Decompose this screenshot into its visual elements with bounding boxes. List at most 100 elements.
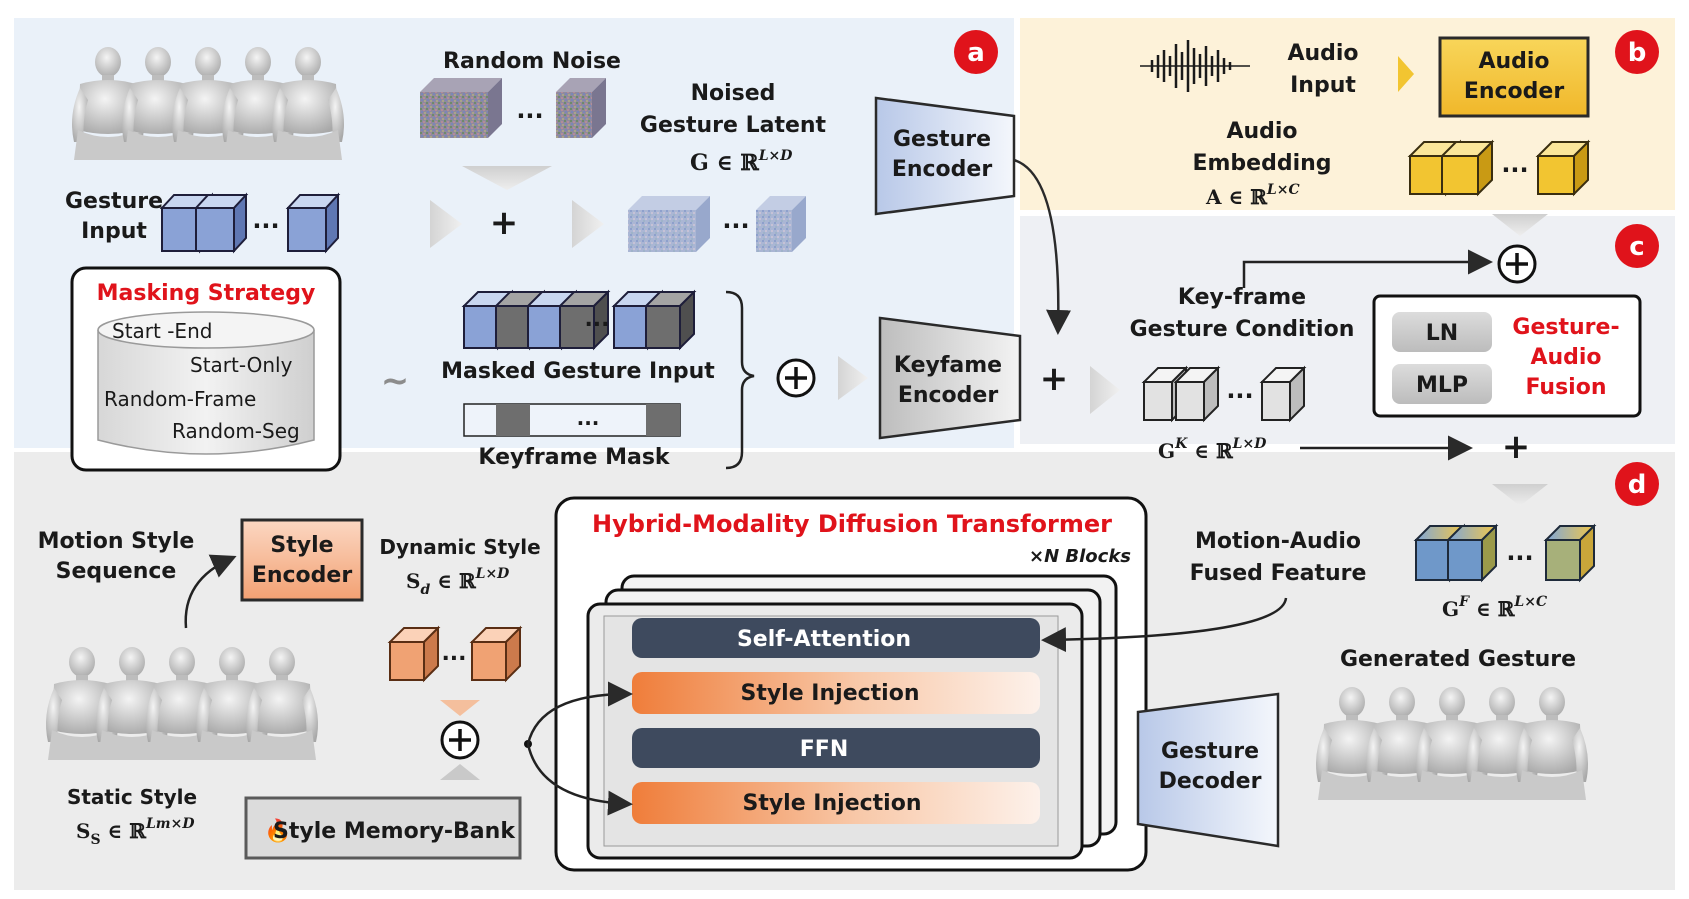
- gesture-encoder: Gesture Encoder: [874, 96, 1016, 216]
- svg-text:Gesture: Gesture: [1161, 739, 1259, 764]
- svg-text:Audio: Audio: [1478, 49, 1549, 74]
- svg-text:Encoder: Encoder: [252, 563, 353, 588]
- style-injection-block-1: Style Injection: [632, 672, 1040, 714]
- svg-text:b: b: [1628, 38, 1647, 68]
- down-arrow: [462, 166, 552, 190]
- waveform-icon: [1140, 40, 1250, 92]
- svg-text:FFN: FFN: [800, 737, 848, 762]
- dynamic-style-label: Dynamic Style: [379, 535, 540, 559]
- audio-embedding-symbol: A ∈ ℝL×C: [1205, 182, 1300, 209]
- svg-text:d: d: [1628, 470, 1647, 500]
- keyframe-encoder: Keyfame Encoder: [878, 316, 1022, 440]
- arrow-to-style-encoder: [184, 554, 237, 629]
- ln-label: LN: [1426, 321, 1458, 346]
- circle-plus: [1497, 244, 1537, 284]
- blocks-count: ×N Blocks: [1029, 546, 1131, 567]
- random-noise-label: Random Noise: [443, 49, 621, 74]
- circle-plus: [440, 720, 480, 760]
- fused-ellipsis: ...: [1506, 538, 1533, 566]
- keyframe-mask-bar: [463, 403, 681, 437]
- fusion-label-1: Gesture-: [1512, 315, 1619, 340]
- fused-feature-blocks: [1413, 523, 1597, 583]
- svg-text:Keyfame: Keyfame: [894, 353, 1002, 378]
- motion-style-label-2: Sequence: [56, 559, 177, 584]
- self-attention-block: Self-Attention: [632, 618, 1040, 658]
- dynamic-ellipsis: ...: [441, 641, 466, 666]
- plus-symbol: +: [490, 203, 519, 243]
- gesture-input-blocks: [159, 192, 341, 254]
- fused-feature-label-2: Fused Feature: [1190, 561, 1367, 586]
- circle-plus: [776, 358, 816, 398]
- masking-strategy-box: Masking Strategy Start -End Start-Only R…: [70, 266, 342, 472]
- svg-text:Self-Attention: Self-Attention: [737, 627, 911, 652]
- mlp-block: [1392, 364, 1492, 404]
- svg-text:Style: Style: [270, 533, 333, 558]
- keyframe-condition-blocks: [1141, 365, 1307, 423]
- fusion-label-2: Audio: [1530, 345, 1601, 370]
- motion-style-label-1: Motion Style: [38, 529, 195, 554]
- right-arrow: [838, 356, 868, 400]
- mlp-label: MLP: [1416, 373, 1468, 398]
- audio-input-label-1: Audio: [1287, 41, 1358, 66]
- down-arrow: [440, 700, 480, 716]
- masking-option: Start -End: [112, 319, 212, 343]
- arrow-gesture-to-plus: [1013, 158, 1072, 335]
- keyframe-mask-label: Keyframe Mask: [478, 445, 671, 470]
- badge-a: a: [954, 30, 998, 74]
- gf-symbol: GF ∈ ℝL×C: [1442, 594, 1547, 621]
- latent-ellipsis: ...: [722, 206, 749, 234]
- keyframe-condition-label-1: Key-frame: [1178, 285, 1306, 310]
- style-injection-block-2: Style Injection: [632, 782, 1040, 824]
- gesture-input-ellipsis: ...: [252, 206, 279, 234]
- masked-gesture-blocks: [461, 289, 697, 351]
- gesture-audio-fusion-box: LN MLP Gesture- Audio Fusion: [1372, 294, 1642, 418]
- plus-symbol: +: [1502, 427, 1531, 467]
- svg-text:Style Injection: Style Injection: [740, 681, 919, 706]
- svg-text:Style Injection: Style Injection: [742, 791, 921, 816]
- audio-embedding-label-1: Audio: [1226, 119, 1297, 144]
- masking-option: Random-Seg: [172, 419, 300, 443]
- arrow-style-injection-1: [526, 681, 633, 745]
- masked-gesture-label: Masked Gesture Input: [441, 359, 715, 384]
- ln-block: [1392, 312, 1492, 352]
- transformer-title: Hybrid-Modality Diffusion Transformer: [592, 510, 1112, 538]
- svg-text:a: a: [967, 38, 985, 68]
- arrow-to-fusion-plus: [1242, 249, 1493, 288]
- svg-text:Encoder: Encoder: [892, 157, 993, 182]
- noised-latent-label-1: Noised: [691, 81, 776, 106]
- static-style-label: Static Style: [67, 785, 197, 809]
- masking-strategy-title: Masking Strategy: [97, 281, 316, 306]
- audio-input-label-2: Input: [1290, 73, 1356, 98]
- audio-embedding-blocks: [1407, 139, 1591, 197]
- gk-symbol: GK ∈ ℝL×D: [1158, 436, 1267, 463]
- sd-symbol: Sd ∈ ℝL×D: [406, 566, 510, 598]
- fire-icon: 🔥: [264, 818, 291, 844]
- fused-feature-label-1: Motion-Audio: [1195, 529, 1361, 554]
- gesture-input-humans: [72, 47, 344, 160]
- audio-ellipsis: ...: [1501, 150, 1528, 178]
- tilde-symbol: ~: [381, 361, 410, 401]
- dynamic-style-blocks: [387, 625, 523, 683]
- gesture-input-label-1: Gesture: [65, 189, 163, 214]
- up-arrow: [440, 764, 480, 780]
- right-arrow: [430, 200, 462, 248]
- style-encoder: Style Encoder: [240, 518, 364, 602]
- masked-ellipsis: ...: [584, 307, 609, 332]
- svg-text:Encoder: Encoder: [898, 383, 999, 408]
- svg-text:Encoder: Encoder: [1464, 79, 1565, 104]
- noised-latent-blocks: [628, 196, 806, 252]
- masking-option: Random-Frame: [104, 387, 256, 411]
- right-arrow: [1398, 56, 1414, 92]
- arrow-style-injection-2: [526, 743, 633, 816]
- plus-symbol: +: [1040, 359, 1069, 399]
- gesture-input-label-2: Input: [81, 219, 147, 244]
- right-arrow: [1090, 366, 1120, 414]
- svg-text:Gesture: Gesture: [893, 127, 991, 152]
- ss-symbol: SS ∈ ℝLm×D: [76, 816, 195, 848]
- down-arrow: [1492, 214, 1548, 236]
- badge-c: c: [1615, 224, 1659, 268]
- style-memory-bank: 🔥 Style Memory-Bank: [244, 796, 522, 860]
- audio-encoder: Audio Encoder: [1438, 36, 1590, 118]
- arrow-fused-to-attention: [1041, 597, 1288, 653]
